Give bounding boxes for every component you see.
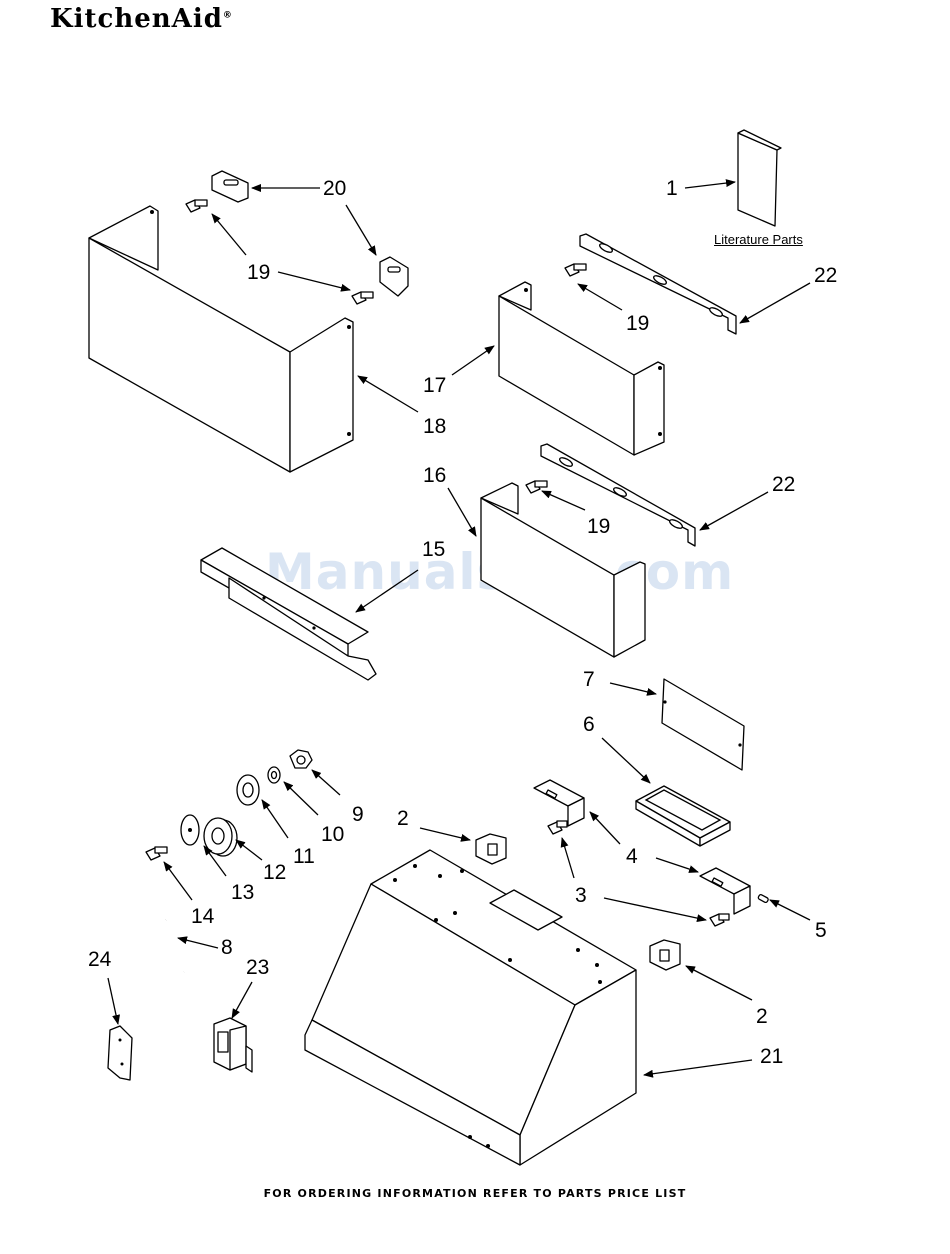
part-11-bushing [237,775,259,805]
callout-16: 16 [423,465,446,486]
part-9-nut [290,750,312,768]
part-15-channel [201,548,376,680]
callout-15: 15 [422,539,445,560]
part-22-rail-lower [541,444,695,546]
callout-20: 20 [323,178,346,199]
callout-12: 12 [263,862,286,883]
part-17-duct-cover [499,282,664,455]
part-3-screw-b [710,914,729,926]
part-20-bracket-lower [380,257,408,296]
callout-19-b: 19 [626,313,649,334]
callout-21: 21 [760,1046,783,1067]
callout-7: 7 [583,669,595,690]
callout-22-a: 22 [814,265,837,286]
part-3-screw-a [548,821,567,834]
callout-1: 1 [666,178,678,199]
callout-24: 24 [88,949,111,970]
callout-17: 17 [423,375,446,396]
callout-2-b: 2 [756,1006,768,1027]
part-8-cord [163,920,184,973]
part-4-bracket-upper [534,780,584,826]
part-18-duct-cover [89,206,353,472]
callout-11: 11 [293,846,315,867]
part-5-pin [758,894,769,903]
part-13-disc [181,815,199,845]
callout-8: 8 [221,937,233,958]
callout-14: 14 [191,906,214,927]
part-19-screw-c [565,264,586,276]
part-14-screw [146,847,167,860]
part-1-literature [738,130,781,226]
part-22-rail-upper [580,234,736,334]
callout-5: 5 [815,920,827,941]
callout-2-a: 2 [397,808,409,829]
part-2-clip-lower [650,940,680,970]
part-6-tray [636,786,730,846]
callout-10: 10 [321,824,344,845]
part-23-junction-box [214,1018,252,1072]
callout-18: 18 [423,416,446,437]
part-24-plate [108,1026,132,1080]
part-4-bracket-lower [700,868,750,914]
part-2-clip-upper [476,834,506,864]
part-7-plate [662,679,744,770]
callout-13: 13 [231,882,254,903]
callout-19-c: 19 [587,516,610,537]
part-16-duct-cover [481,483,645,657]
part-19-screw-b [352,292,373,304]
callout-4: 4 [626,846,638,867]
part-20-bracket-upper [212,171,248,202]
callout-23: 23 [246,957,269,978]
callout-6: 6 [583,714,595,735]
callout-9: 9 [352,804,364,825]
part-12-pulley [204,818,237,856]
callout-3: 3 [575,885,587,906]
callout-22-b: 22 [772,474,795,495]
callout-19-a: 19 [247,262,270,283]
part-19-screw-a [186,200,207,212]
part-10-washer [268,767,280,783]
